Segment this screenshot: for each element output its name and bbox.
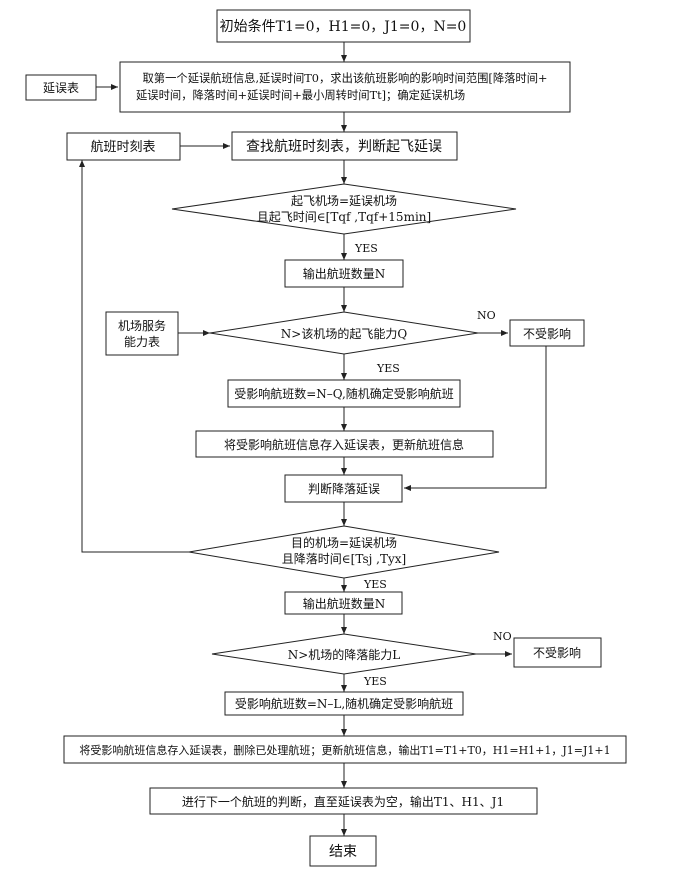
output-n2-node: 输出航班数量N [284,591,403,615]
condition3-diamond: 目的机场=延误机场 且降落时间∈[Tsj ,Tyx] [188,525,500,579]
affected1-text: 受影响航班数=N–Q,随机确定受影响航班 [234,386,454,401]
condition2-text: N>该机场的起飞能力Q [281,326,408,341]
connectors [79,42,547,836]
schedule-table-text: 航班时刻表 [90,139,155,155]
no-label-1: NO [477,309,496,322]
unaffected1-node: 不受影响 [509,319,585,347]
condition1-text-line1: 起飞机场=延误机场 [291,194,397,208]
condition3-text-line2: 且降落时间∈[Tsj ,Tyx] [282,552,406,566]
arrow-unaffected1-to-checklanding [404,346,547,491]
airport-service-node: 机场服务 能力表 [105,311,179,356]
step1-text-line2: 延误时间，降落时间+延误时间+最小周转时间Tt]；确定延误机场 [136,88,465,102]
unaffected2-text: 不受影响 [533,645,581,660]
step1-text-line1: 取第一个延误航班信息,延误时间T0，求出该航班影响的影响时间范围[降落时间+ [143,71,548,85]
affected2-text: 受影响航班数=N–L,随机确定受影响航班 [235,696,453,711]
no-label-2: NO [493,630,512,643]
start-text: 初始条件T1=0，H1=0，J1=0，N=0 [220,18,467,35]
next-flight-text: 进行下一个航班的判断，直至延误表为空，输出T1、H1、J1 [182,794,504,809]
unaffected1-text: 不受影响 [523,326,571,341]
delay-table-node: 延误表 [25,74,97,101]
airport-service-text-line1: 机场服务 [118,318,166,333]
affected2-node: 受影响航班数=N–L,随机确定受影响航班 [224,691,464,716]
check-takeoff-text: 查找航班时刻表，判断起飞延误 [246,139,442,155]
airport-service-text-line2: 能力表 [124,335,160,349]
condition1-diamond: 起飞机场=延误机场 且起飞时间∈[Tqf ,Tqf+15min] [171,183,517,235]
condition1-text-line2: 且起飞时间∈[Tqf ,Tqf+15min] [257,210,431,224]
end-node: 结束 [309,835,377,867]
condition2-diamond: N>该机场的起飞能力Q [209,311,479,355]
unaffected2-node: 不受影响 [513,637,602,668]
start-node: 初始条件T1=0，H1=0，J1=0，N=0 [216,9,471,43]
end-text: 结束 [329,844,357,860]
store2-text: 将受影响航班信息存入延误表，删除已处理航班；更新航班信息，输出T1=T1+T0，… [79,743,610,757]
yes-label-3: YES [363,578,387,591]
store2-node: 将受影响航班信息存入延误表，删除已处理航班；更新航班信息，输出T1=T1+T0，… [63,735,627,764]
store1-node: 将受影响航班信息存入延误表，更新航班信息 [195,430,494,458]
condition4-diamond: N>机场的降落能力L [211,633,477,675]
check-takeoff-node: 查找航班时刻表，判断起飞延误 [231,131,458,161]
output-n2-text: 输出航班数量N [303,596,386,611]
store1-text: 将受影响航班信息存入延误表，更新航班信息 [224,437,464,452]
yes-label-1: YES [354,242,378,255]
step1-node: 取第一个延误航班信息,延误时间T0，求出该航班影响的影响时间范围[降落时间+ 延… [119,61,571,113]
check-landing-node: 判断降落延误 [284,474,403,503]
next-flight-node: 进行下一个航班的判断，直至延误表为空，输出T1、H1、J1 [149,787,538,815]
yes-label-4: YES [363,675,387,688]
delay-table-text: 延误表 [43,81,79,95]
output-n1-node: 输出航班数量N [284,259,404,288]
yes-label-2: YES [376,362,400,375]
arrow-cond3-loop-to-schedule [79,160,189,553]
affected1-node: 受影响航班数=N–Q,随机确定受影响航班 [227,379,461,408]
check-landing-text: 判断降落延误 [308,481,380,496]
output-n1-text: 输出航班数量N [303,266,386,281]
schedule-table-node: 航班时刻表 [66,132,181,161]
condition3-text-line1: 目的机场=延误机场 [291,535,397,550]
condition4-text: N>机场的降落能力L [288,647,401,662]
